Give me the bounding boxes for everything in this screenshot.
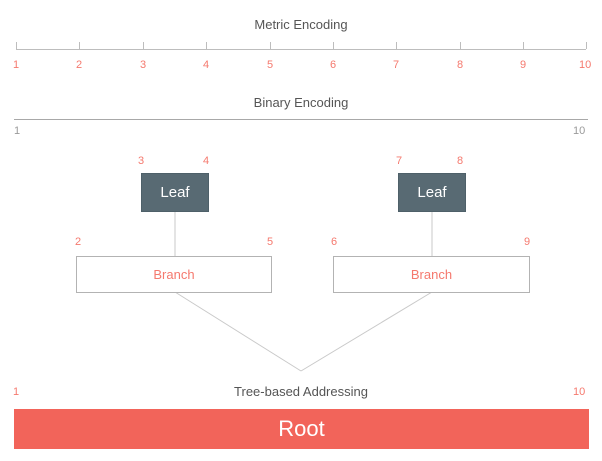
node-root-label: Root <box>278 416 325 441</box>
branch-right-range-end: 9 <box>524 236 531 248</box>
metric-tick-label-4: 4 <box>203 59 210 71</box>
edge-branch-left-to-root <box>174 291 302 372</box>
metric-tick-label-5: 5 <box>267 59 274 71</box>
metric-tick-3 <box>143 42 144 49</box>
metric-tick-label-6: 6 <box>330 59 337 71</box>
node-branch-right[interactable]: Branch <box>333 256 530 293</box>
metric-tick-7 <box>396 42 397 49</box>
root-range-start: 1 <box>13 386 20 398</box>
leaf-right-range-start: 7 <box>396 155 403 167</box>
metric-tick-label-3: 3 <box>140 59 147 71</box>
leaf-right-range-end: 8 <box>457 155 464 167</box>
metric-encoding-title: Metric Encoding <box>254 17 348 32</box>
tree-addressing-title: Tree-based Addressing <box>234 384 368 399</box>
metric-tick-label-9: 9 <box>520 59 527 71</box>
edge-branch-right-to-root <box>300 291 433 372</box>
metric-tick-5 <box>270 42 271 49</box>
metric-axis-line <box>16 49 586 50</box>
metric-tick-6 <box>333 42 334 49</box>
metric-tick-label-1: 1 <box>13 59 20 71</box>
node-leaf-left-label: Leaf <box>160 184 190 201</box>
metric-tick-4 <box>206 42 207 49</box>
metric-tick-label-2: 2 <box>76 59 83 71</box>
node-leaf-left[interactable]: Leaf <box>141 173 209 212</box>
node-root[interactable]: Root <box>14 409 589 449</box>
metric-tick-label-7: 7 <box>393 59 400 71</box>
branch-left-range-end: 5 <box>267 236 274 248</box>
binary-axis-line <box>14 119 588 120</box>
branch-left-range-start: 2 <box>75 236 82 248</box>
metric-tick-2 <box>79 42 80 49</box>
binary-encoding-title: Binary Encoding <box>253 95 349 110</box>
branch-right-range-start: 6 <box>331 236 338 248</box>
leaf-left-range-start: 3 <box>138 155 145 167</box>
metric-tick-8 <box>460 42 461 49</box>
metric-tick-9 <box>523 42 524 49</box>
metric-tick-10 <box>586 42 587 49</box>
node-leaf-right-label: Leaf <box>417 184 447 201</box>
metric-tick-label-10: 10 <box>579 59 592 71</box>
metric-tick-1 <box>16 42 17 49</box>
node-leaf-right[interactable]: Leaf <box>398 173 466 212</box>
node-branch-right-label: Branch <box>410 267 453 282</box>
node-branch-left[interactable]: Branch <box>76 256 272 293</box>
node-branch-left-label: Branch <box>153 267 195 282</box>
binary-start-label: 1 <box>14 125 21 137</box>
binary-end-label: 10 <box>573 125 586 137</box>
metric-tick-label-8: 8 <box>457 59 464 71</box>
root-range-end: 10 <box>573 386 586 398</box>
leaf-left-range-end: 4 <box>203 155 210 167</box>
